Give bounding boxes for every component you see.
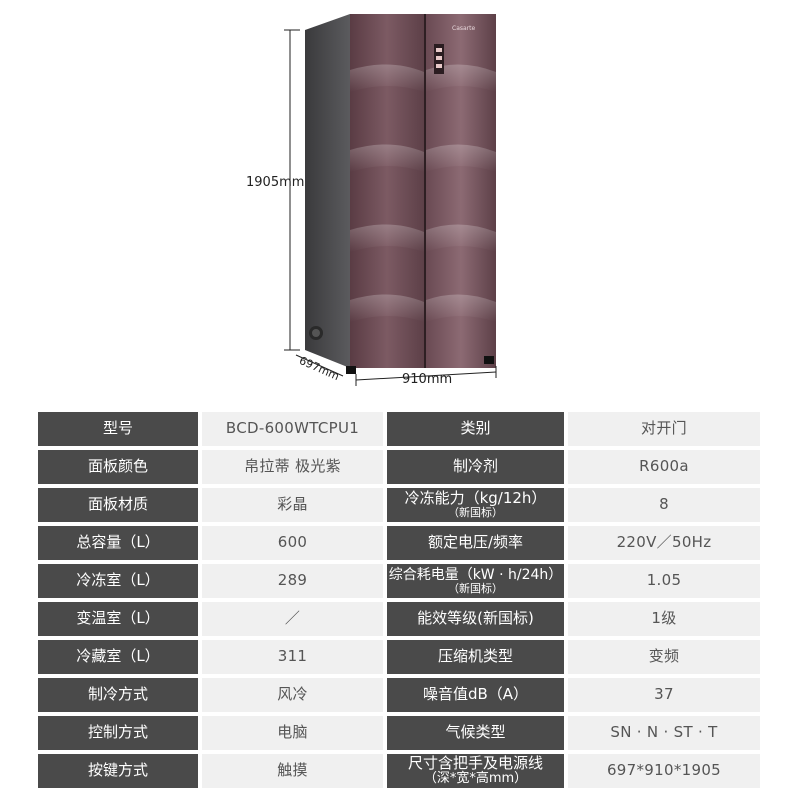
table-row: 冷冻室（L） 289 综合耗电量（kW · h/24h） （新国标） 1.05 <box>38 564 764 598</box>
spec-value: R600a <box>568 450 760 484</box>
refrigerator-image: Casarte <box>284 14 497 386</box>
spec-key: 尺寸含把手及电源线 （深*宽*高mm） <box>387 754 564 788</box>
spec-value: 8 <box>568 488 760 522</box>
table-row: 按键方式 触摸 尺寸含把手及电源线 （深*宽*高mm） 697*910*1905 <box>38 754 764 788</box>
spec-key-sub: （新国标） <box>448 506 503 520</box>
spec-value: SN · N · ST · T <box>568 716 760 750</box>
height-label: 1905mm <box>246 175 305 190</box>
table-row: 型号 BCD-600WTCPU1 类别 对开门 <box>38 412 764 446</box>
spec-value: 对开门 <box>568 412 760 446</box>
spec-key-main: 尺寸含把手及电源线 <box>407 753 543 772</box>
table-row: 冷藏室（L） 311 压缩机类型 变频 <box>38 640 764 674</box>
spec-value: 1级 <box>568 602 760 636</box>
spec-key-sub: （新国标） <box>448 581 503 595</box>
spec-key: 冷藏室（L） <box>38 640 198 674</box>
spec-key: 总容量（L） <box>38 526 198 560</box>
spec-key: 型号 <box>38 412 198 446</box>
spec-key: 冷冻室（L） <box>38 564 198 598</box>
table-row: 面板材质 彩晶 冷冻能力（kg/12h） （新国标） 8 <box>38 488 764 522</box>
spec-table: 型号 BCD-600WTCPU1 类别 对开门 面板颜色 帛拉蒂 极光紫 制冷剂… <box>38 412 764 792</box>
spec-key: 噪音值dB（A） <box>387 678 564 712</box>
spec-value: 289 <box>202 564 383 598</box>
spec-value: 697*910*1905 <box>568 754 760 788</box>
spec-value: 风冷 <box>202 678 383 712</box>
spec-value: 帛拉蒂 极光紫 <box>202 450 383 484</box>
spec-key: 制冷方式 <box>38 678 198 712</box>
spec-key: 冷冻能力（kg/12h） （新国标） <box>387 488 564 522</box>
product-illustration: Casarte 1905mm 697mm 910mm <box>246 14 497 387</box>
spec-key: 综合耗电量（kW · h/24h） （新国标） <box>387 564 564 598</box>
spec-key: 面板材质 <box>38 488 198 522</box>
spec-key-main: 冷冻能力（kg/12h） <box>404 489 547 508</box>
spec-value: 600 <box>202 526 383 560</box>
spec-key: 能效等级(新国标) <box>387 602 564 636</box>
spec-key: 压缩机类型 <box>387 640 564 674</box>
spec-value: ／ <box>202 602 383 636</box>
table-row: 面板颜色 帛拉蒂 极光紫 制冷剂 R600a <box>38 450 764 484</box>
spec-value: 1.05 <box>568 564 760 598</box>
table-row: 总容量（L） 600 额定电压/频率 220V／50Hz <box>38 526 764 560</box>
spec-key: 类别 <box>387 412 564 446</box>
spec-value: 变频 <box>568 640 760 674</box>
spec-value: 37 <box>568 678 760 712</box>
spec-key: 按键方式 <box>38 754 198 788</box>
spec-key: 变温室（L） <box>38 602 198 636</box>
spec-value: 电脑 <box>202 716 383 750</box>
svg-text:Casarte: Casarte <box>452 25 475 32</box>
spec-value: 220V／50Hz <box>568 526 760 560</box>
spec-key: 面板颜色 <box>38 450 198 484</box>
spec-key: 制冷剂 <box>387 450 564 484</box>
spec-key: 控制方式 <box>38 716 198 750</box>
spec-key-main: 综合耗电量（kW · h/24h） <box>388 566 563 583</box>
spec-value: 触摸 <box>202 754 383 788</box>
spec-value: 311 <box>202 640 383 674</box>
table-row: 控制方式 电脑 气候类型 SN · N · ST · T <box>38 716 764 750</box>
spec-key: 气候类型 <box>387 716 564 750</box>
spec-key: 额定电压/频率 <box>387 526 564 560</box>
table-row: 制冷方式 风冷 噪音值dB（A） 37 <box>38 678 764 712</box>
width-label: 910mm <box>402 372 453 387</box>
spec-value: BCD-600WTCPU1 <box>202 412 383 446</box>
spec-key-sub: （深*宽*高mm） <box>423 771 528 787</box>
table-row: 变温室（L） ／ 能效等级(新国标) 1级 <box>38 602 764 636</box>
spec-value: 彩晶 <box>202 488 383 522</box>
